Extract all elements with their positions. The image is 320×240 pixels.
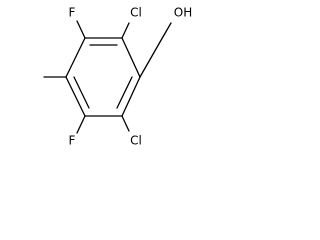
ring-bond-c5-c6 bbox=[65, 76, 86, 117]
chemical-structure-diagram: F Cl OH F Cl bbox=[43, 6, 192, 148]
atom-label-f-bottom: F bbox=[69, 134, 76, 148]
atom-label-cl-bottom: Cl bbox=[130, 134, 142, 148]
atom-label-cl-top: Cl bbox=[130, 6, 142, 20]
atom-label-f-top: F bbox=[69, 6, 76, 20]
atom-label-oh: OH bbox=[174, 6, 192, 20]
bond-to-f-bottom bbox=[76, 115, 86, 134]
bond-to-f-top bbox=[76, 20, 86, 39]
bond-ch2-to-oh bbox=[159, 22, 172, 43]
bond-to-ch2 bbox=[139, 41, 161, 78]
ring-bond-c2-c3 bbox=[121, 37, 141, 78]
ring-double-bond-inner-left bbox=[73, 76, 90, 109]
bond-to-cl-top bbox=[121, 22, 130, 39]
chemical-structure-canvas: F Cl OH F Cl bbox=[0, 0, 201, 156]
ring-bond-c3-c4 bbox=[121, 76, 141, 117]
ring-bond-c6-c1 bbox=[65, 37, 86, 78]
ring-double-bond-inner-right bbox=[116, 76, 133, 109]
bond-to-cl-bottom bbox=[121, 115, 130, 132]
